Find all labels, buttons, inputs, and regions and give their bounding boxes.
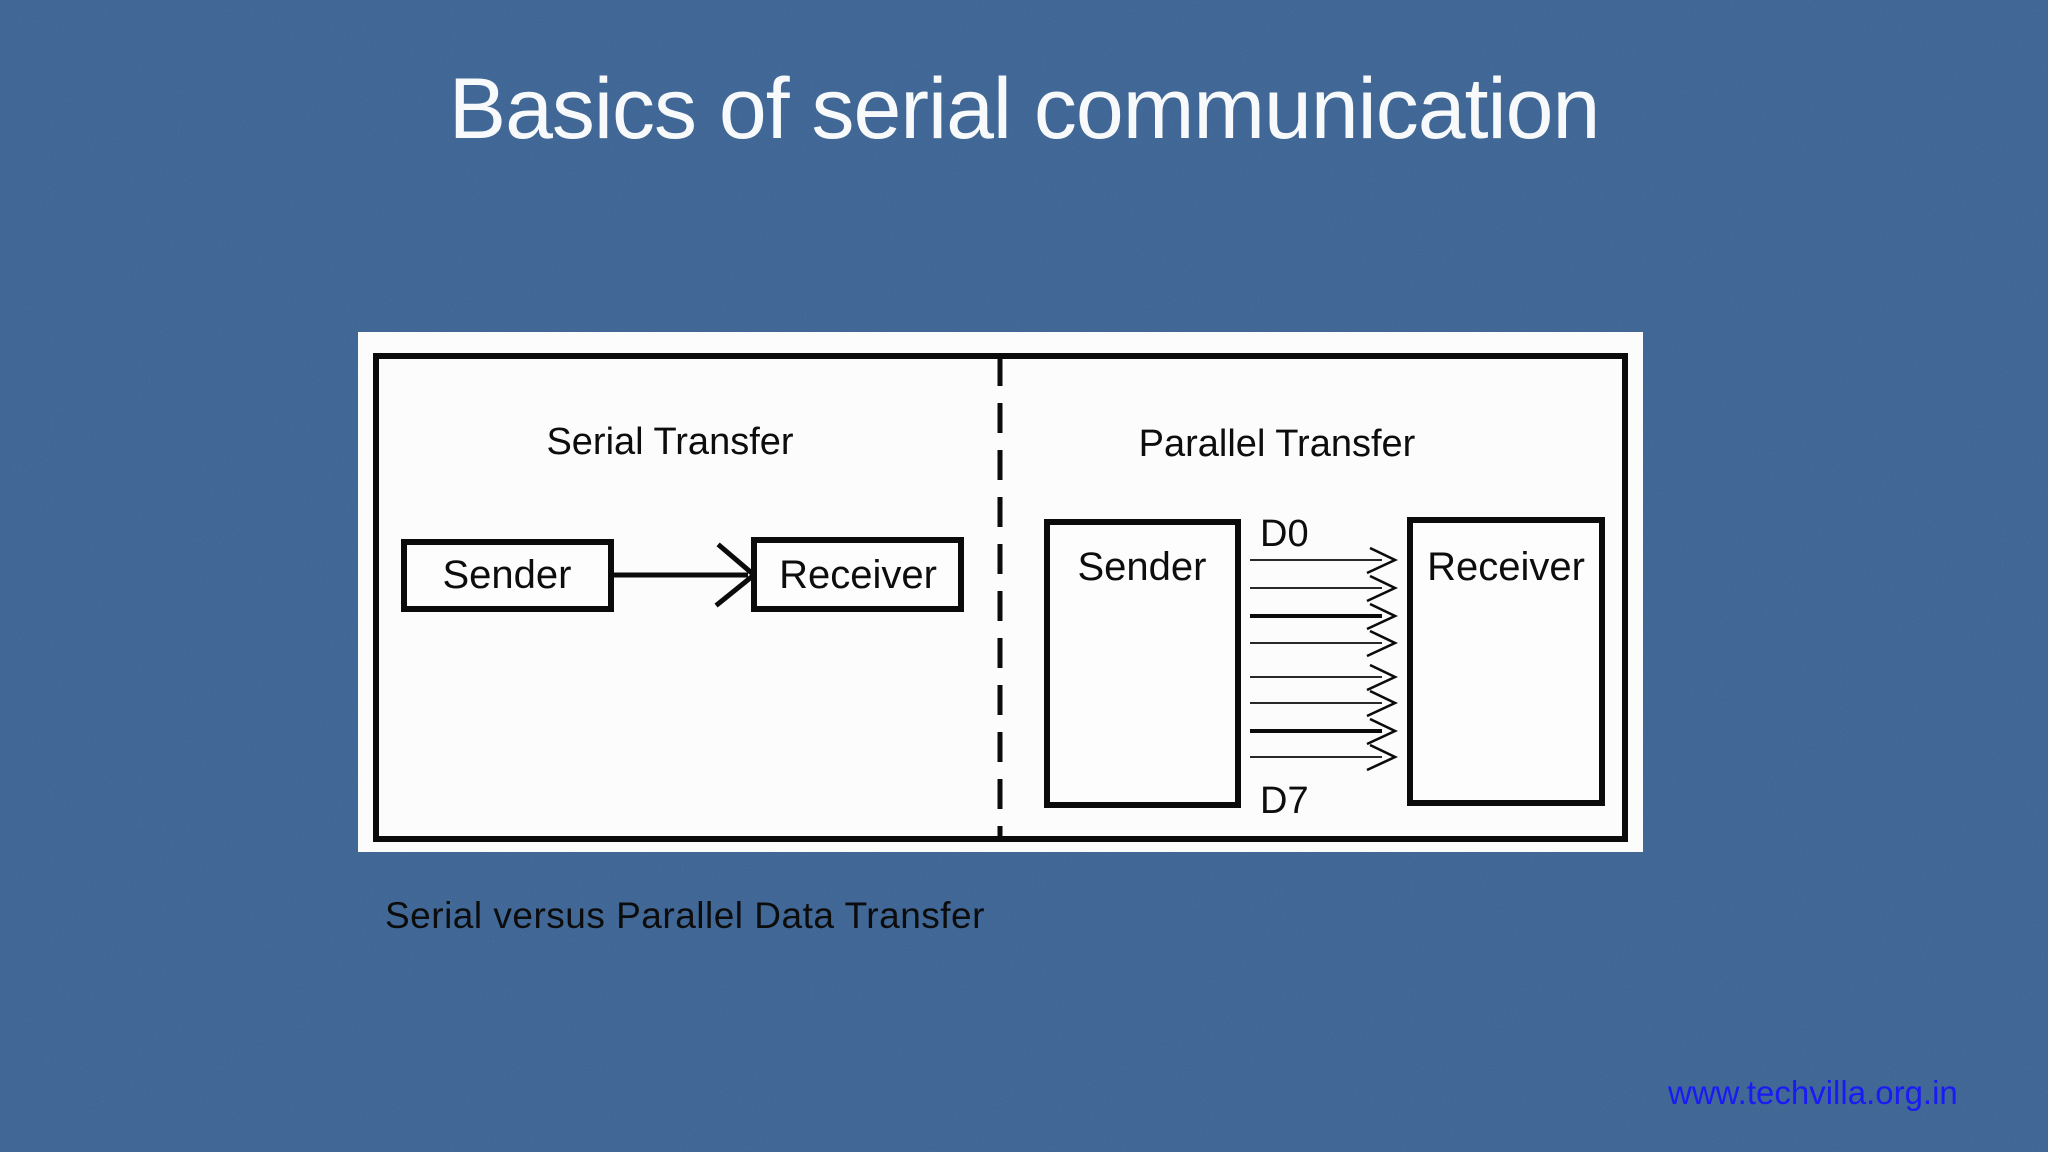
parallel-sender-box: Sender: [1044, 519, 1241, 808]
parallel-receiver-label: Receiver: [1427, 545, 1585, 589]
serial-receiver-rect: [751, 537, 964, 612]
parallel-line-head-4: [1366, 663, 1399, 692]
diagram-caption: Serial versus Parallel Data Transfer: [385, 895, 985, 936]
parallel-sender-label: Sender: [1078, 545, 1207, 589]
serial-sender-box: Sender: [401, 539, 614, 612]
parallel-data-lines: [1250, 546, 1399, 772]
serial-vs-parallel-diagram: Serial Transfer Parallel Transfer Sender…: [373, 353, 1628, 842]
parallel-line-head-3: [1366, 629, 1399, 658]
d7-label: D7: [1260, 780, 1309, 822]
serial-sender-label: Sender: [443, 553, 572, 597]
parallel-line-head-2: [1366, 602, 1399, 631]
parallel-section-heading: Parallel Transfer: [1139, 423, 1416, 465]
parallel-receiver-rect: [1407, 517, 1605, 806]
parallel-line-head-5: [1366, 689, 1399, 718]
parallel-sender-rect: [1044, 519, 1241, 808]
serial-section-heading: Serial Transfer: [546, 421, 793, 463]
footer-link[interactable]: www.techvilla.org.in: [1668, 1074, 1958, 1111]
parallel-line-head-6: [1366, 717, 1399, 746]
serial-receiver-box: Receiver: [751, 537, 964, 612]
parallel-receiver-box: Receiver: [1407, 517, 1605, 806]
diagram-panel: Serial Transfer Parallel Transfer Sender…: [358, 332, 1643, 852]
parallel-line-head-0: [1366, 546, 1399, 575]
page-title: Basics of serial communication: [448, 61, 1601, 157]
parallel-line-head-7: [1366, 743, 1399, 772]
serial-receiver-label: Receiver: [779, 553, 937, 597]
d0-label: D0: [1260, 513, 1309, 555]
parallel-line-head-1: [1366, 574, 1399, 603]
